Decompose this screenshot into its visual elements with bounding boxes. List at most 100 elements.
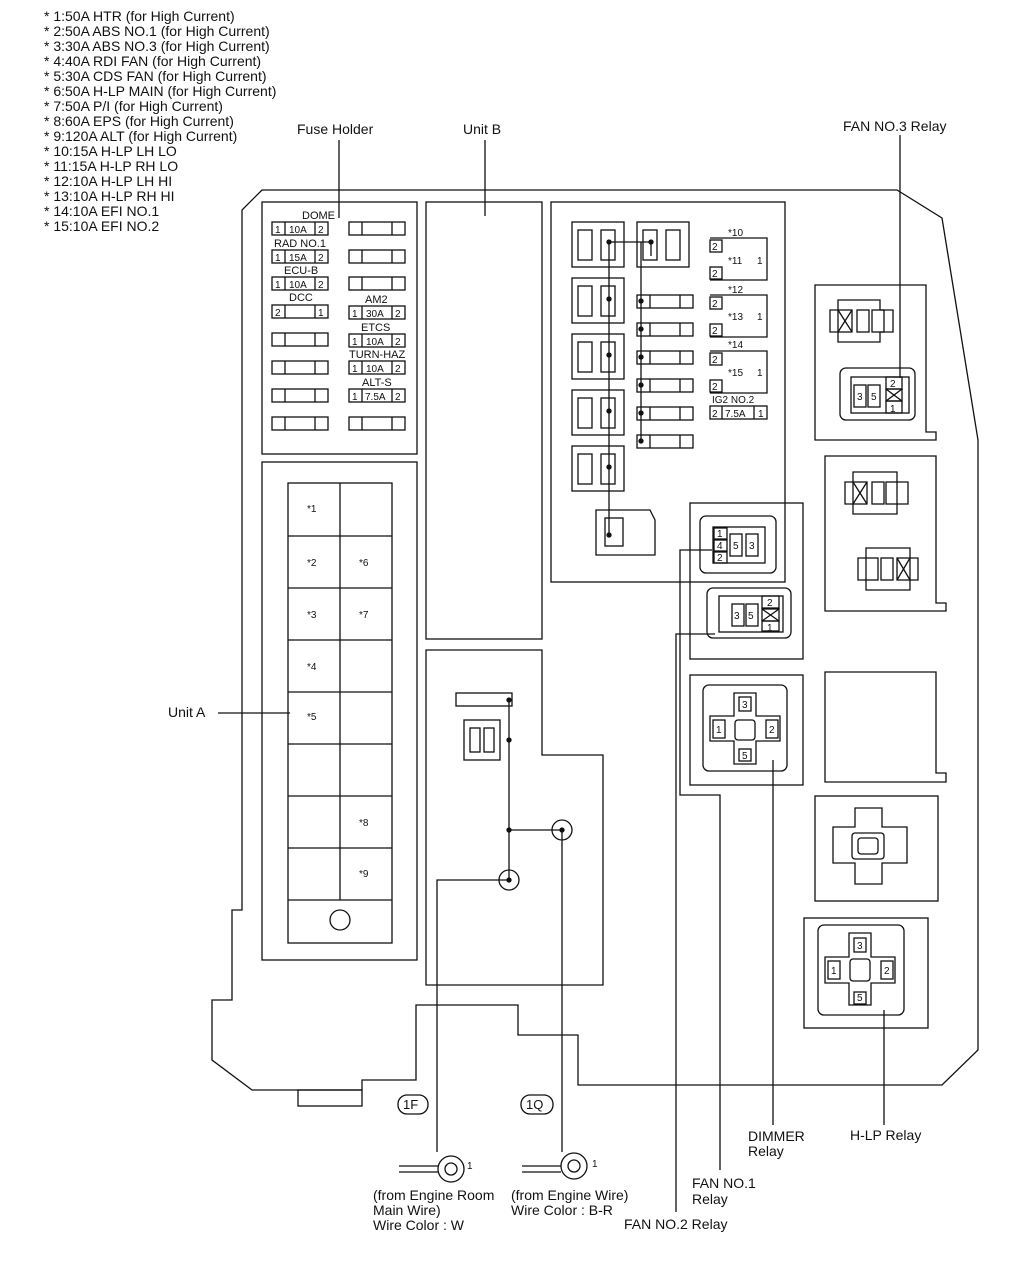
legend-item: * 6:50A H-LP MAIN (for High Current) (44, 83, 277, 99)
wire2-note: Wire Color : B-R (511, 1202, 613, 1218)
unit-a-box (261, 461, 418, 961)
svg-text:10A: 10A (289, 225, 307, 236)
terminal-fuse (455, 692, 573, 891)
wire1-note: (from Engine Room (373, 1187, 495, 1203)
legend-item: * 5:30A CDS FAN (for High Current) (44, 68, 267, 84)
svg-text:1Q: 1Q (526, 1097, 543, 1112)
svg-text:1F: 1F (403, 1097, 418, 1112)
fuse-6-label: *6 (359, 558, 369, 569)
fan1-relay-label: Relay (692, 1191, 728, 1207)
pin-label: 2 (767, 598, 773, 609)
pin-label: 2 (712, 409, 718, 420)
etcs-label: ETCS (361, 322, 390, 334)
fuse-3-label: *3 (307, 610, 317, 621)
legend-item: * 15:10A EFI NO.2 (44, 218, 160, 234)
pin-label: 2 (890, 379, 896, 390)
pin-label: 1 (717, 529, 723, 540)
wire2-note: (from Engine Wire) (511, 1187, 629, 1203)
fuse-14-label: *14 (728, 340, 743, 351)
ecub-label: ECU-B (284, 265, 318, 277)
dual-fuses (709, 237, 768, 420)
fan2-relay-label: FAN NO.2 Relay (624, 1216, 728, 1232)
svg-text:2: 2 (395, 392, 401, 403)
leader-lines (218, 135, 901, 1212)
connector-1q: 1Q (520, 1094, 554, 1115)
svg-text:2: 2 (395, 309, 401, 320)
fuse-1-label: *1 (307, 504, 317, 515)
pin-label: 1 (757, 256, 763, 267)
fan3-relay-block (814, 284, 937, 441)
wire-terminal-w: 1 (399, 1155, 473, 1183)
pin-label: 2 (712, 355, 718, 366)
fuse-blank-right (348, 221, 406, 431)
alts-label: ALT-S (362, 377, 392, 389)
fan1-relay (699, 515, 777, 574)
legend-item: * 3:30A ABS NO.3 (for High Current) (44, 38, 270, 54)
pin-label: 1 (758, 409, 764, 420)
legend-item: * 11:15A H-LP RH LO (44, 158, 179, 174)
fuse-11-label: *11 (728, 256, 743, 267)
pin-label: 1 (757, 312, 763, 323)
fuse-15-label: *15 (728, 368, 743, 379)
pin-label: 5 (857, 993, 863, 1004)
svg-text:1: 1 (275, 280, 281, 291)
pin-label: 3 (857, 941, 863, 952)
relay-fuse-block (550, 201, 786, 583)
wire1-note: Main Wire) (373, 1202, 441, 1218)
wire1-note: Wire Color : W (373, 1217, 464, 1233)
svg-text:1: 1 (467, 1161, 473, 1172)
svg-text:2: 2 (318, 253, 324, 264)
pin-label: 1 (767, 623, 773, 634)
fuse-12-label: *12 (728, 285, 743, 296)
legend-item: * 10:15A H-LP LH LO (44, 143, 177, 159)
dcc-label: DCC (289, 292, 313, 304)
svg-text:1: 1 (352, 392, 358, 403)
terminal-block (425, 649, 604, 986)
fuse-4-label: *4 (307, 662, 317, 673)
svg-text:10A: 10A (366, 337, 384, 348)
unit-a-label: Unit A (168, 704, 206, 720)
fuse-dome: 1 10A 2 (271, 221, 329, 236)
mini-fuses-column (606, 239, 694, 538)
svg-text:2: 2 (318, 225, 324, 236)
pin-label: 1 (831, 966, 837, 977)
pin-label: 2 (712, 382, 718, 393)
spare-relay-block-1 (824, 455, 947, 612)
spare-relay-block-3 (814, 795, 939, 902)
pin-label: 5 (742, 751, 748, 762)
unit-b-box (425, 201, 543, 640)
svg-text:1: 1 (592, 1159, 598, 1170)
fuse-am2: 1 30A 2 (348, 305, 406, 320)
hlp-relay (817, 924, 905, 1016)
fuse-etcs: 1 10A 2 (348, 333, 406, 348)
pin-label: 1 (716, 725, 722, 736)
svg-text:1: 1 (352, 364, 358, 375)
fuse-holder-label: Fuse Holder (297, 121, 374, 137)
svg-text:2: 2 (395, 364, 401, 375)
ig2-label: IG2 NO.2 (712, 395, 755, 406)
fuse-9-label: *9 (359, 869, 369, 880)
legend-item: * 12:10A H-LP LH HI (44, 173, 173, 189)
housing-tab (297, 1089, 363, 1107)
ig2-amp: 7.5A (725, 409, 746, 420)
fuse-13-label: *13 (728, 312, 743, 323)
dimmer-relay-label: Relay (748, 1143, 784, 1159)
pin-label: 5 (748, 611, 754, 622)
spare-relay-3 (832, 807, 908, 885)
pin-label: 2 (712, 269, 718, 280)
fan2-relay (706, 587, 792, 639)
svg-text:2: 2 (395, 337, 401, 348)
legend-item: * 8:60A EPS (for High Current) (44, 113, 234, 129)
legend-item: * 2:50A ABS NO.1 (for High Current) (44, 23, 270, 39)
pin-label: 3 (749, 541, 755, 552)
svg-text:10A: 10A (289, 280, 307, 291)
dimmer-relay-label: DIMMER (748, 1128, 805, 1144)
connector-1f: 1F (397, 1094, 429, 1115)
hlp-relay-label: H-LP Relay (850, 1127, 922, 1143)
pin-label: 3 (734, 611, 740, 622)
wire-terminal-br: 1 (522, 1152, 598, 1180)
fuse-ecub: 1 10A 2 (271, 276, 329, 291)
dimmer-relay (702, 684, 788, 772)
pin-label: 5 (733, 541, 739, 552)
